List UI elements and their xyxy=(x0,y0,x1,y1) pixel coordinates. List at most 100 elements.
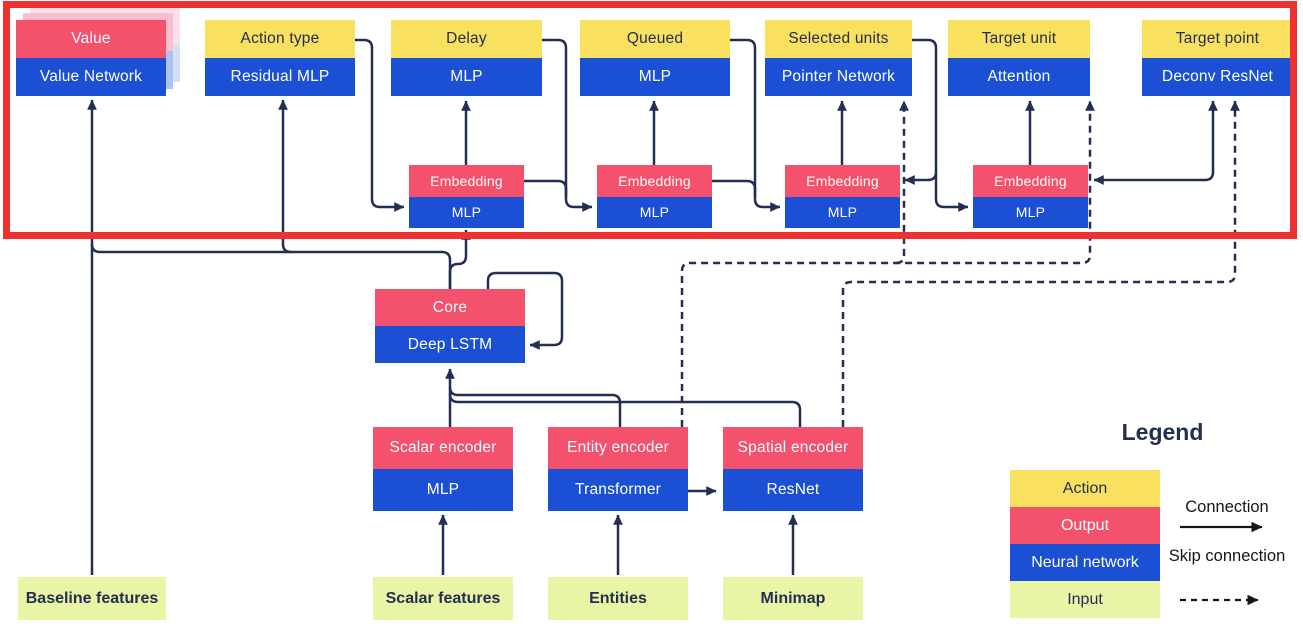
skip-entity-to-pointer xyxy=(895,100,909,265)
skip-entity-to-attention xyxy=(680,100,1095,427)
wire-core-to-residual-mlp xyxy=(278,99,292,254)
head-selected-units-label: Selected units xyxy=(788,30,889,47)
scalar-encoder-network-label: MLP xyxy=(426,481,460,498)
scalar-encoder-output: Scalar encoder xyxy=(373,427,513,469)
legend-color-key: Action Output Neural network Input xyxy=(1010,470,1160,618)
legend-item-network-label: Neural network xyxy=(1031,553,1139,571)
embedding-2-network-label: MLP xyxy=(639,204,670,221)
scalar-encoder-label: Scalar encoder xyxy=(389,439,497,456)
core-network-label: Deep LSTM xyxy=(407,335,493,353)
head-queued-network: MLP xyxy=(580,58,730,96)
embedding-1-output: Embedding xyxy=(409,165,524,197)
input-minimap: Minimap xyxy=(723,577,863,620)
head-target-point-label: Target point xyxy=(1175,30,1260,47)
embedding-1-network: MLP xyxy=(409,196,524,228)
head-target-unit-network-label: Attention xyxy=(987,68,1051,85)
spatial-encoder-network-label: ResNet xyxy=(766,481,820,498)
embedding-3-network-label: MLP xyxy=(827,204,858,221)
head-target-point-network-label: Deconv ResNet xyxy=(1161,68,1274,85)
solid-connections xyxy=(87,38,1218,575)
legend-title: Legend xyxy=(1121,419,1204,445)
wire-selectedunits-to-embedding3 xyxy=(904,171,938,185)
embedding-1-label: Embedding xyxy=(430,172,503,189)
embedding-3-label: Embedding xyxy=(806,172,879,189)
core-block: Core Deep LSTM xyxy=(375,289,525,363)
head-target-unit-network: Attention xyxy=(948,58,1090,96)
input-entities-label: Entities xyxy=(589,589,647,607)
legend-connection-label: Connection xyxy=(1185,498,1269,516)
input-scalar-features-label: Scalar features xyxy=(385,589,501,607)
head-action-type-network: Residual MLP xyxy=(205,58,355,96)
head-action-type-action: Action type xyxy=(205,20,355,58)
spatial-encoder-output: Spatial encoder xyxy=(723,427,863,469)
head-action-type: Action type Residual MLP xyxy=(205,20,355,96)
head-queued-action: Queued xyxy=(580,20,730,58)
core-label: Core xyxy=(432,298,468,316)
wire-actiontype-to-embedding1 xyxy=(355,38,405,212)
core-output: Core xyxy=(375,289,525,326)
legend-arrows xyxy=(1180,521,1263,606)
embedding-1-network-label: MLP xyxy=(451,204,482,221)
head-delay: Delay MLP xyxy=(391,20,542,96)
wire-embedding1-out xyxy=(524,179,568,197)
head-value: Value Value Network xyxy=(16,20,166,96)
head-queued-label: Queued xyxy=(626,30,684,47)
head-value-label: Value xyxy=(71,30,111,47)
entity-encoder-label: Entity encoder xyxy=(567,439,669,456)
embedding-4-output: Embedding xyxy=(973,165,1088,197)
entity-encoder-network-label: Transformer xyxy=(574,481,662,498)
head-target-unit-action: Target unit xyxy=(948,20,1090,58)
head-delay-label: Delay xyxy=(446,30,487,47)
embedding-2: Embedding MLP xyxy=(597,165,712,228)
head-target-unit-label: Target unit xyxy=(981,30,1057,47)
spatial-encoder: Spatial encoder ResNet xyxy=(723,427,863,511)
entity-encoder-network: Transformer xyxy=(548,469,688,511)
embedding-2-output: Embedding xyxy=(597,165,712,197)
skip-connections xyxy=(680,100,1240,427)
input-scalar-features: Scalar features xyxy=(373,577,513,620)
legend-item-action-label: Action xyxy=(1062,479,1108,497)
embedding-4-network: MLP xyxy=(973,196,1088,228)
entity-encoder-output: Entity encoder xyxy=(548,427,688,469)
legend-skip-connection-label: Skip connection xyxy=(1168,547,1286,565)
head-queued-network-label: MLP xyxy=(638,68,672,85)
wire-core-to-embedding1 xyxy=(448,229,471,289)
legend-item-output: Output xyxy=(1010,507,1160,544)
embedding-3-output: Embedding xyxy=(785,165,900,197)
skip-spatial-to-deconv xyxy=(841,100,1240,427)
input-baseline-features: Baseline features xyxy=(18,577,166,620)
embedding-2-label: Embedding xyxy=(618,172,691,189)
core-network: Deep LSTM xyxy=(375,326,525,363)
spatial-encoder-network: ResNet xyxy=(723,469,863,511)
head-selected-units-action: Selected units xyxy=(765,20,912,58)
wire-embedding4-deconv xyxy=(1093,100,1218,185)
wire-selectedunits-to-embedding4 xyxy=(912,38,969,212)
head-action-type-network-label: Residual MLP xyxy=(230,68,330,85)
wire-entity-to-lstm xyxy=(448,386,622,427)
spatial-encoder-label: Spatial encoder xyxy=(737,439,849,456)
wire-spatial-to-lstm xyxy=(448,393,802,427)
head-delay-action: Delay xyxy=(391,20,542,58)
embedding-1: Embedding MLP xyxy=(409,165,524,228)
scalar-encoder-network: MLP xyxy=(373,469,513,511)
wire-delay-to-embedding2 xyxy=(542,38,593,212)
head-delay-network: MLP xyxy=(391,58,542,96)
wire-queued-to-embedding3 xyxy=(730,38,781,212)
input-minimap-label: Minimap xyxy=(760,589,826,607)
head-queued: Queued MLP xyxy=(580,20,730,96)
head-target-point-action: Target point xyxy=(1142,20,1293,58)
head-delay-network-label: MLP xyxy=(450,68,483,85)
legend-item-input-label: Input xyxy=(1067,590,1103,608)
scalar-encoder: Scalar encoder MLP xyxy=(373,427,513,511)
head-selected-units-network-label: Pointer Network xyxy=(781,68,896,85)
embedding-4-label: Embedding xyxy=(994,172,1067,189)
entity-encoder: Entity encoder Transformer xyxy=(548,427,688,511)
head-selected-units-network: Pointer Network xyxy=(765,58,912,96)
input-entities: Entities xyxy=(548,577,688,620)
wire-embedding2-out xyxy=(712,179,757,197)
legend-item-network: Neural network xyxy=(1010,544,1160,581)
wire-core-loop xyxy=(486,271,564,350)
head-action-type-label: Action type xyxy=(240,30,320,47)
